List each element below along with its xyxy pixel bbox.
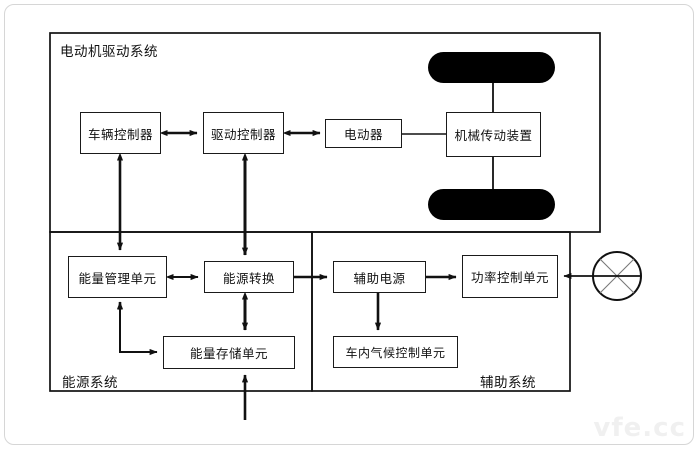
tire-rear	[428, 189, 555, 220]
node-mechanical-transmission[interactable]: 机械传动装置	[446, 112, 541, 157]
node-energy-management-unit[interactable]: 能量管理单元	[68, 256, 167, 298]
node-electric-motor[interactable]: 电动器	[325, 119, 402, 148]
arrow-energy-management-to-storage	[119, 304, 158, 356]
node-vehicle-controller[interactable]: 车辆控制器	[80, 112, 161, 154]
section-rect-auxiliary-system	[311, 231, 571, 392]
node-auxiliary-power[interactable]: 辅助电源	[333, 261, 426, 293]
watermark: vfe.cc	[593, 413, 686, 443]
node-drive-controller[interactable]: 驱动控制器	[203, 112, 284, 154]
node-power-control-unit[interactable]: 功率控制单元	[462, 255, 558, 298]
section-label-energy-system: 能源系统	[62, 375, 118, 391]
section-label-drive-system: 电动机驱动系统	[60, 44, 158, 60]
node-energy-storage-unit[interactable]: 能量存储单元	[163, 336, 295, 369]
node-energy-conversion[interactable]: 能源转换	[204, 261, 294, 293]
node-climate-control-unit[interactable]: 车内气候控制单元	[333, 336, 458, 368]
tire-front	[428, 52, 555, 83]
section-label-auxiliary-system: 辅助系统	[480, 375, 536, 391]
